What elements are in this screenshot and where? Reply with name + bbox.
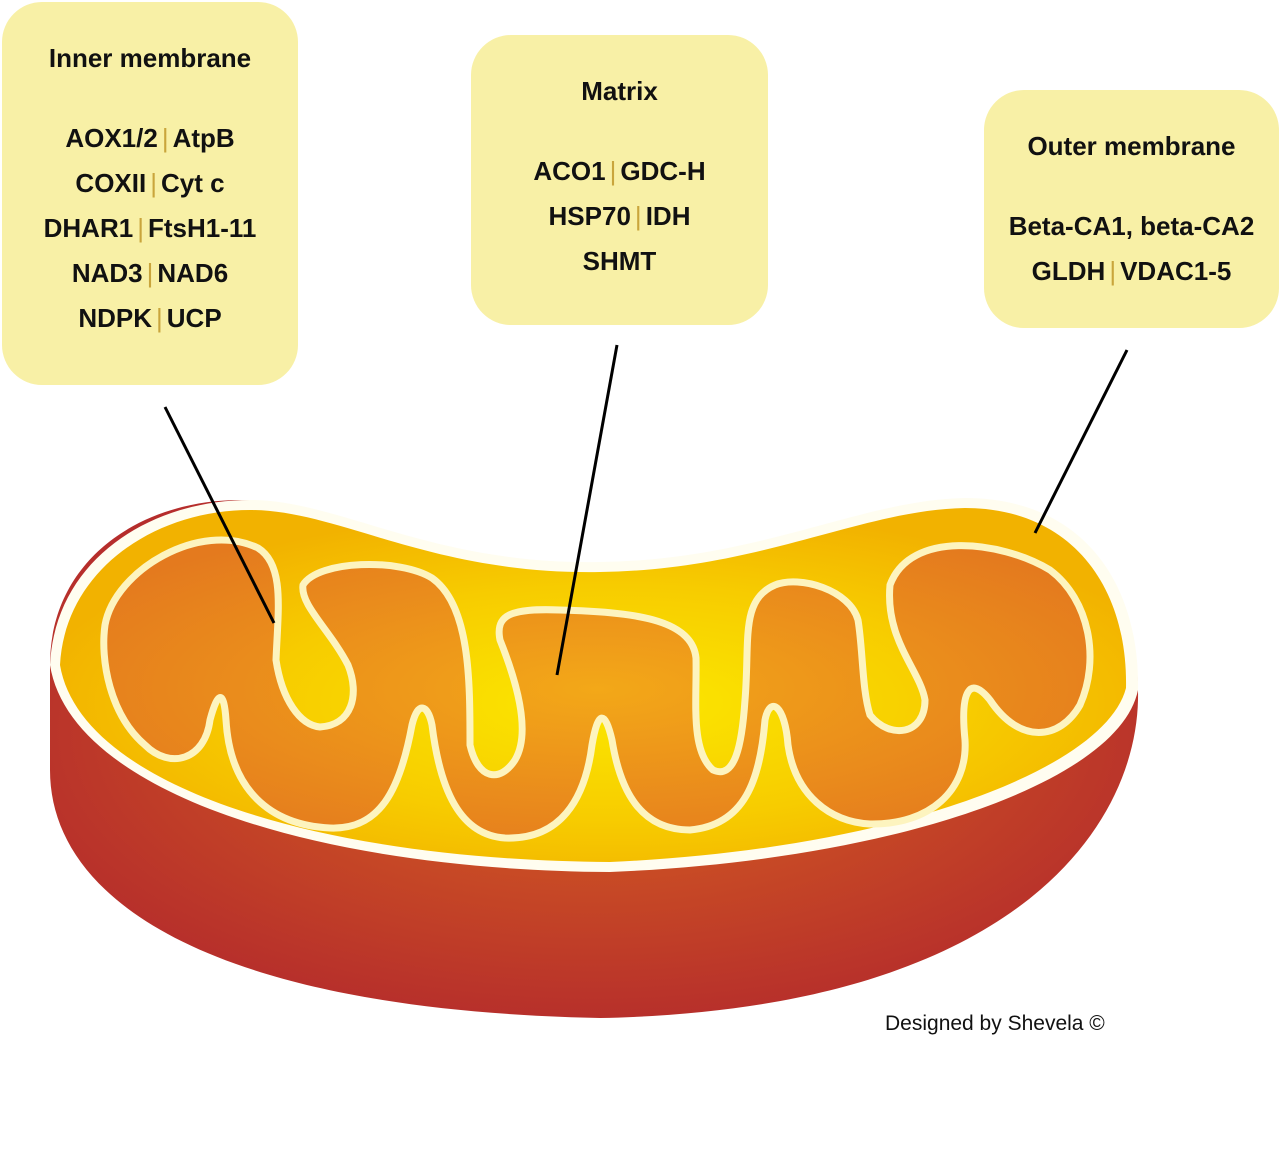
designer-credit: Designed by Shevela © xyxy=(885,1012,1105,1035)
matrix-protein-list: ACO1|GDC-H HSP70|IDH SHMT xyxy=(471,149,768,284)
outer-membrane-leader-line xyxy=(1033,349,1129,534)
protein-name: GLDH xyxy=(1031,256,1106,286)
protein-row: GLDH|VDAC1-5 xyxy=(984,249,1279,294)
inner-membrane-protein-list: AOX1/2|AtpB COXII|Cyt c DHAR1|FtsH1-11 N… xyxy=(2,116,298,341)
outer-membrane-label-box: Outer membrane Beta-CA1, beta-CA2 GLDH|V… xyxy=(984,90,1279,328)
protein-row: HSP70|IDH xyxy=(471,194,768,239)
protein-separator: | xyxy=(150,168,157,198)
protein-name: Beta-CA1, beta-CA2 xyxy=(1008,211,1255,241)
protein-row: NDPK|UCP xyxy=(2,296,298,341)
protein-name: GDC-H xyxy=(620,156,706,186)
protein-separator: | xyxy=(146,258,154,288)
protein-name: AtpB xyxy=(172,123,235,153)
protein-name: DHAR1 xyxy=(43,213,134,243)
protein-name: IDH xyxy=(645,201,691,231)
protein-separator: | xyxy=(1109,256,1117,286)
outer-membrane-title: Outer membrane xyxy=(1027,131,1236,161)
protein-name: HSP70 xyxy=(548,201,631,231)
protein-separator: | xyxy=(137,213,144,243)
protein-row: NAD3|NAD6 xyxy=(2,251,298,296)
protein-name: FtsH1-11 xyxy=(147,213,257,243)
inner-membrane-cristae xyxy=(100,536,1094,842)
protein-name: Cyt c xyxy=(160,168,225,198)
protein-name: VDAC1-5 xyxy=(1120,256,1232,286)
protein-row: ACO1|GDC-H xyxy=(471,149,768,194)
protein-separator: | xyxy=(161,123,169,153)
protein-separator: | xyxy=(634,201,642,231)
protein-row: SHMT xyxy=(471,239,768,284)
matrix-title: Matrix xyxy=(581,76,658,106)
protein-row: COXII|Cyt c xyxy=(2,161,298,206)
protein-name: COXII xyxy=(75,168,147,198)
protein-separator: | xyxy=(609,156,617,186)
protein-name: NAD3 xyxy=(71,258,143,288)
matrix-label-box: Matrix ACO1|GDC-H HSP70|IDH SHMT xyxy=(471,35,768,325)
protein-row: DHAR1|FtsH1-11 xyxy=(2,206,298,251)
protein-name: NAD6 xyxy=(157,258,229,288)
protein-row: Beta-CA1, beta-CA2 xyxy=(984,204,1279,249)
protein-separator: | xyxy=(156,303,163,333)
inner-membrane-title: Inner membrane xyxy=(48,43,252,73)
protein-name: SHMT xyxy=(582,246,657,276)
protein-name: UCP xyxy=(166,303,222,333)
protein-row: AOX1/2|AtpB xyxy=(2,116,298,161)
protein-name: ACO1 xyxy=(533,156,606,186)
protein-name: NDPK xyxy=(78,303,152,333)
inner-membrane-leader-line xyxy=(163,406,276,624)
protein-name: AOX1/2 xyxy=(65,123,158,153)
inner-membrane-label-box: Inner membrane AOX1/2|AtpB COXII|Cyt c D… xyxy=(2,2,298,385)
outer-membrane-protein-list: Beta-CA1, beta-CA2 GLDH|VDAC1-5 xyxy=(984,204,1279,294)
matrix-leader-line xyxy=(555,344,619,676)
